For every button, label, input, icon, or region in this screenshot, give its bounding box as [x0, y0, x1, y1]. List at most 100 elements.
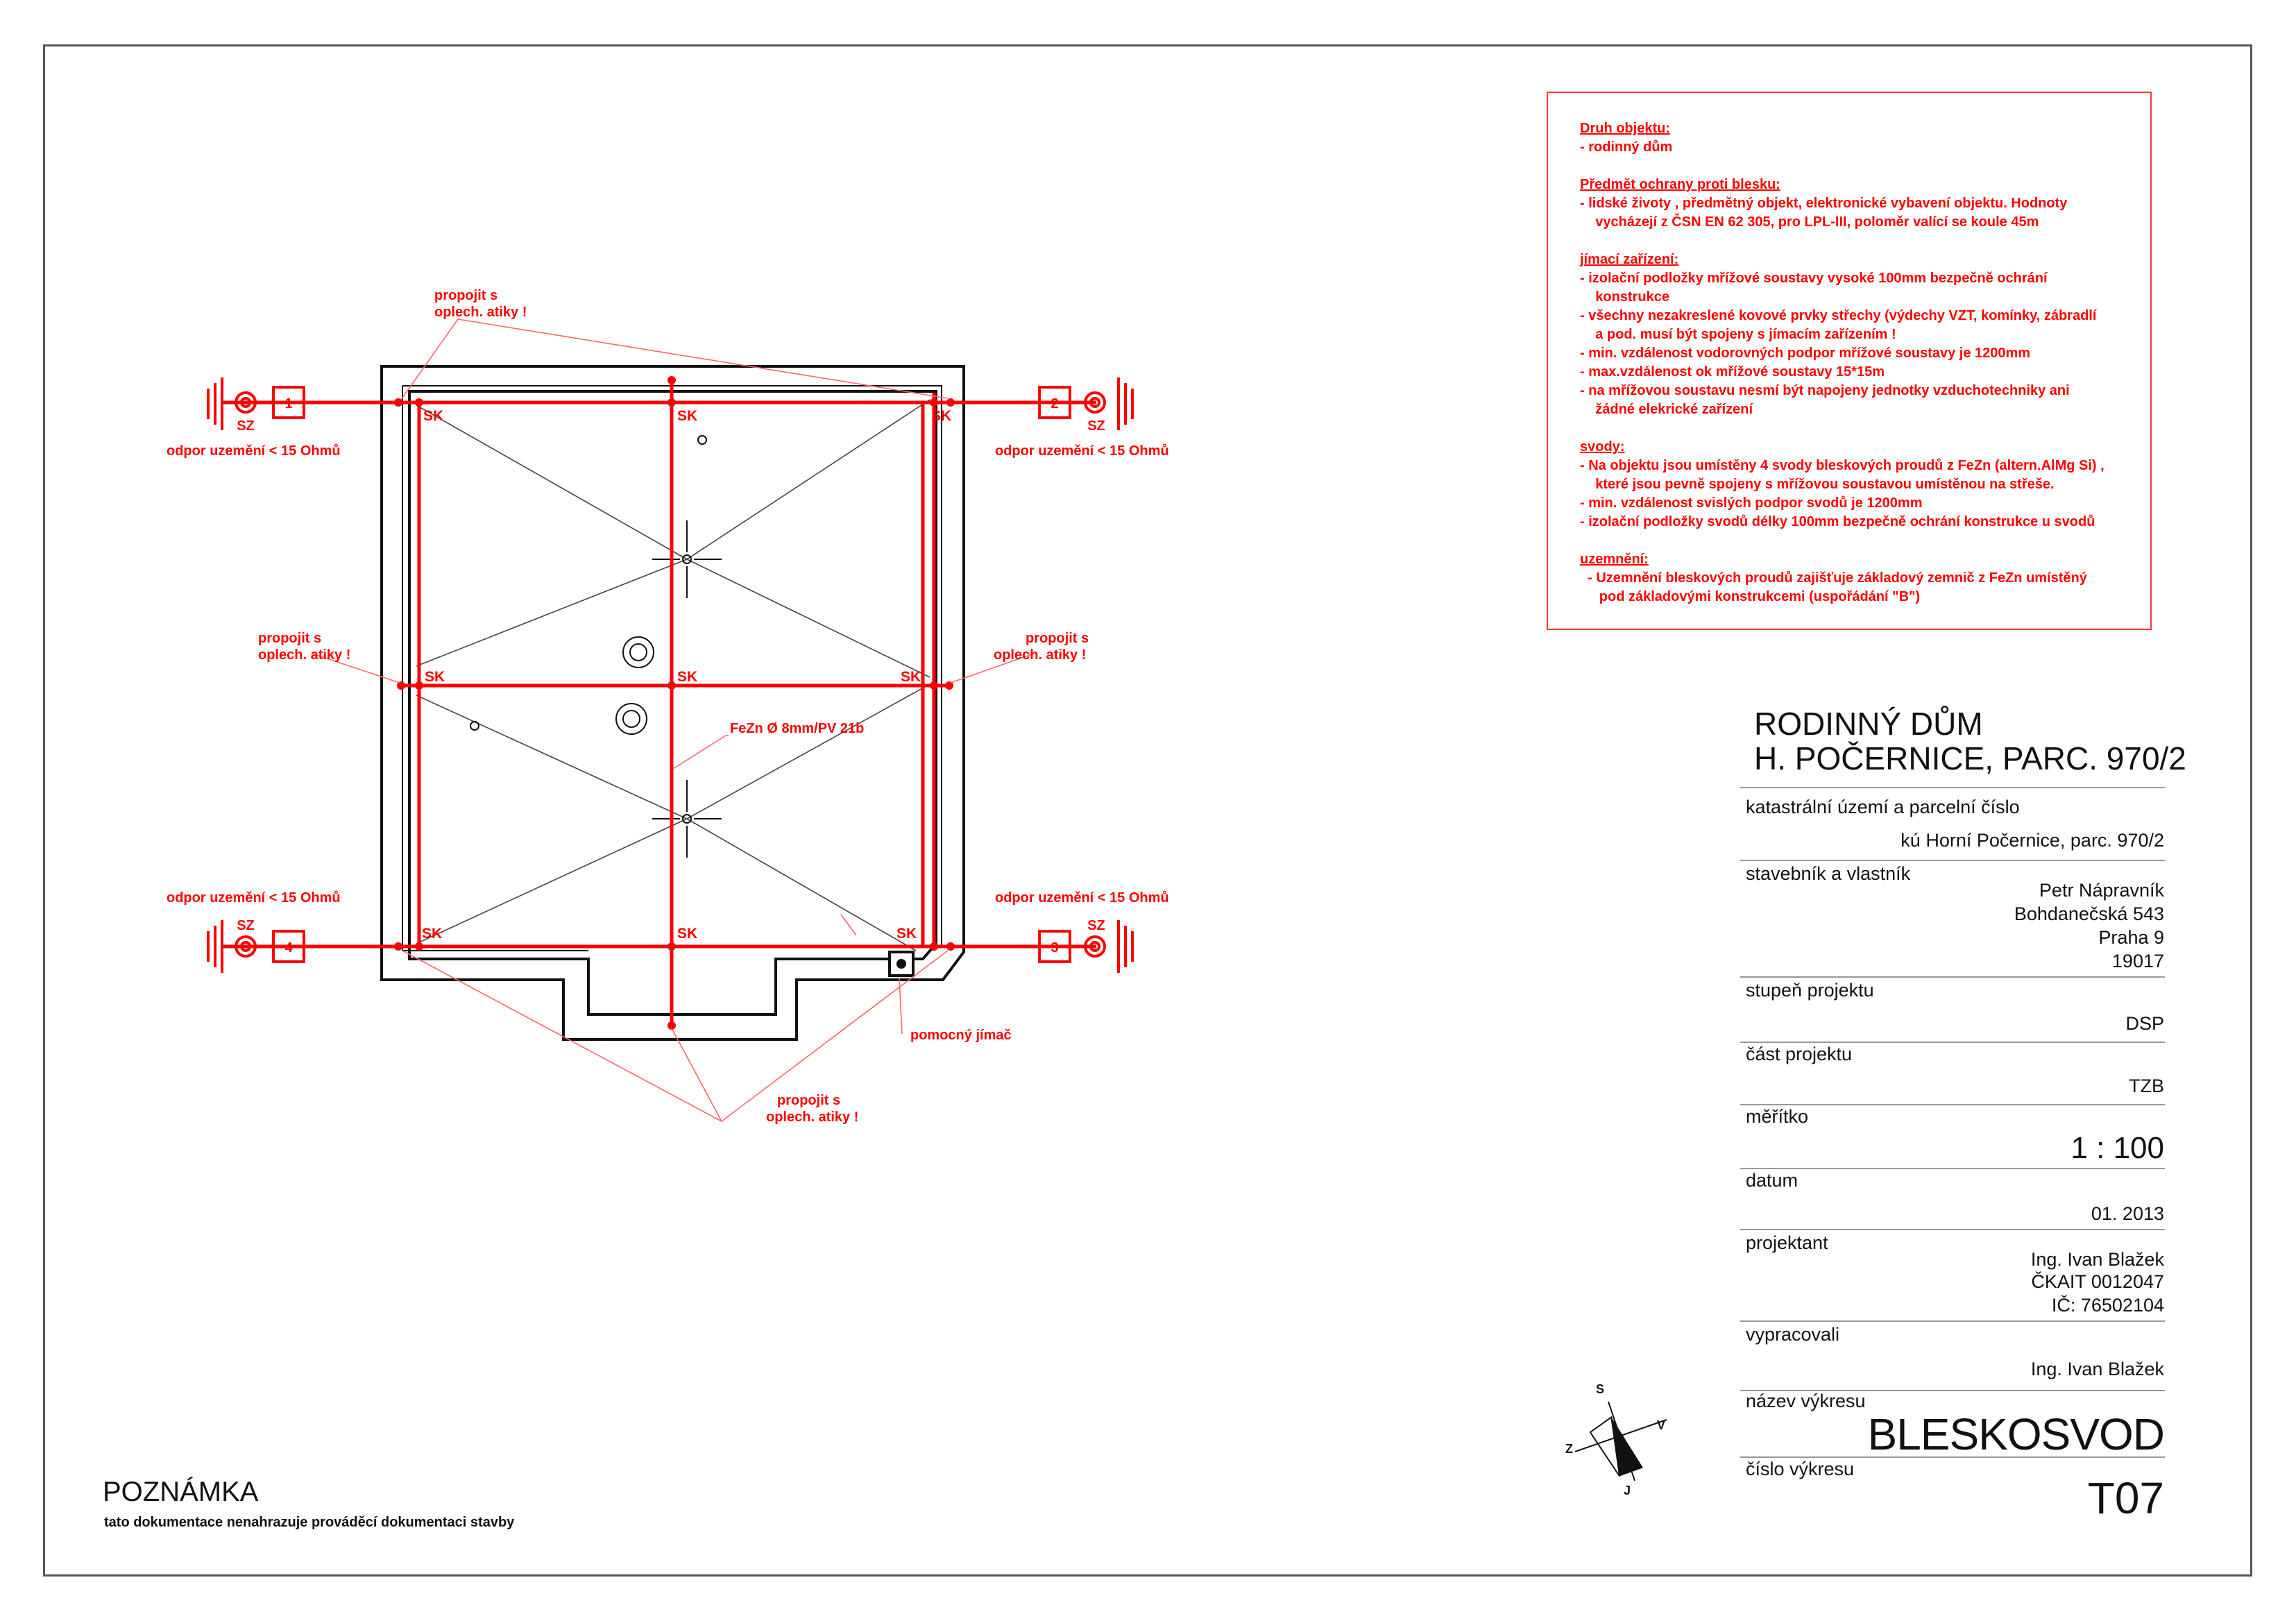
auxiliary-air-terminal — [888, 951, 915, 977]
projektant-ic: IČ: 76502104 — [2051, 1295, 2164, 1316]
notes-line: - Uzemnění bleskových proudů zajišťuje z… — [1580, 570, 2087, 586]
cast-value: TZB — [2129, 1076, 2164, 1096]
notes-line: - na mřížovou soustavu nesmí být napojen… — [1580, 383, 2070, 398]
sz-label: SZ — [237, 418, 255, 434]
odpor-label: odpor uzemění < 15 Ohmů — [167, 443, 341, 459]
pomocny-label: pomocný jímač — [910, 1028, 1012, 1043]
sz-label: SZ — [1087, 918, 1105, 933]
propojit-label: oplech. atiky ! — [258, 647, 350, 663]
stavebnik-name: Petr Nápravník — [2039, 880, 2164, 901]
notes-line: - všechny nezakreslené kovové prvky stře… — [1580, 308, 2097, 323]
nazev-value: BLESKOSVOD — [1867, 1409, 2165, 1459]
notes-line: vycházejí z ČSN EN 62 305, pro LPL-III, … — [1580, 214, 2039, 230]
nazev-label: název výkresu — [1746, 1391, 1866, 1411]
notes-heading: jímací zařízení: — [1580, 252, 1679, 267]
vypracovali-label: vypracovali — [1746, 1324, 1840, 1345]
sk-label: SK — [677, 408, 697, 424]
propojit-label: oplech. atiky ! — [994, 647, 1086, 663]
meritko-label: měřítko — [1746, 1106, 1809, 1127]
notes-heading: svody: — [1580, 439, 1625, 454]
propojit-label: oplech. atiky ! — [766, 1110, 858, 1125]
stavebnik-zip: 19017 — [2111, 951, 2164, 971]
notes-line: - izolační podložky svodů délky 100mm be… — [1580, 514, 2095, 529]
meritko-value: 1 : 100 — [2070, 1131, 2164, 1165]
stavebnik-label: stavebník a vlastník — [1746, 863, 1911, 884]
notes-heading: Předmět ochrany proti blesku: — [1580, 177, 1780, 192]
notes-druh: Druh objektu: - rodinný dům — [1580, 119, 2150, 157]
notes-line: - min. vzdálenost svislých podpor svodů … — [1580, 495, 1923, 511]
odpor-label: odpor uzemění < 15 Ohmů — [995, 890, 1169, 906]
notes-jimaci: jímací zařízení: - izolační podložky mří… — [1580, 250, 2150, 419]
vypracovali-value: Ing. Ivan Blažek — [2030, 1359, 2164, 1379]
notes-line: žádné elekrické zařízení — [1580, 402, 1753, 417]
notes-heading: uzemnění: — [1580, 552, 1649, 567]
svod-number: 4 — [284, 940, 293, 955]
notes-line: - min. vzdálenost vodorovných podpor mří… — [1580, 346, 2031, 361]
parapet-line-2 — [402, 386, 588, 951]
svod-number: 3 — [1051, 940, 1058, 955]
fezn-label: FeZn Ø 8mm/PV 21b — [730, 721, 864, 736]
svod-number: 2 — [1051, 396, 1058, 411]
parapet-line — [402, 385, 942, 948]
compass-v: V — [1657, 1418, 1665, 1432]
propojit-label: oplech. atiky ! — [434, 305, 527, 320]
notes-line: konstrukce — [1580, 289, 1669, 305]
datum-value: 01. 2013 — [2091, 1203, 2164, 1224]
projektant-name: Ing. Ivan Blažek — [2030, 1249, 2164, 1270]
roof-drains — [470, 435, 722, 858]
propojit-label: propojit s — [258, 631, 321, 646]
compass-rose: S V Z J — [1565, 1382, 1667, 1497]
projektant-ckait: ČKAIT 0012047 — [2031, 1271, 2164, 1292]
katastr-label: katastrální území a parcelní číslo — [1746, 797, 2020, 817]
compass-z: Z — [1565, 1442, 1573, 1456]
leader-lines — [312, 318, 1035, 1122]
sz-label: SZ — [237, 918, 255, 933]
poznamka-text: tato dokumentace nenahrazuje prováděcí d… — [104, 1515, 515, 1530]
project-title-line1: RODINNÝ DŮM — [1754, 706, 1983, 742]
notes-line: - izolační podložky mřížové soustavy vys… — [1580, 271, 2048, 286]
compass-j: J — [1624, 1484, 1631, 1497]
sk-label: SK — [677, 669, 697, 685]
svod-number: 1 — [284, 396, 292, 411]
project-title-line2: H. POČERNICE, PARC. 970/2 — [1754, 740, 2186, 776]
project-title: RODINNÝ DŮM H. POČERNICE, PARC. 970/2 — [1754, 706, 2186, 776]
stavebnik-city: Praha 9 — [2098, 927, 2164, 948]
stupen-value: DSP — [2125, 1013, 2164, 1034]
stupen-label: stupeň projektu — [1746, 980, 1874, 1001]
building-outline-outer — [380, 365, 965, 1041]
notes-line: pod základovými konstrukcemi (uspořádání… — [1580, 589, 1921, 604]
projektant-label: projektant — [1746, 1232, 1828, 1253]
titleblock-lines — [1740, 787, 2165, 1458]
katastr-value: kú Horní Počernice, parc. 970/2 — [1900, 830, 2164, 851]
notes-line: které jsou pevně spojeny s mřížovou sous… — [1580, 477, 2055, 492]
sk-label: SK — [423, 408, 443, 424]
earthing-symbols — [207, 377, 1134, 973]
notes-predmet: Předmět ochrany proti blesku: - lidské ž… — [1580, 176, 2150, 232]
notes-line: - rodinný dům — [1580, 139, 1673, 155]
sk-label: SK — [422, 926, 442, 942]
notes-svody: svody: - Na objektu jsou umístěny 4 svod… — [1580, 438, 2150, 532]
odpor-label: odpor uzemění < 15 Ohmů — [995, 443, 1169, 459]
poznamka-title: POZNÁMKA — [103, 1477, 259, 1507]
grid-nodes — [394, 376, 955, 1030]
propojit-label: propojit s — [1026, 631, 1089, 646]
notes-line: - Na objektu jsou umístěny 4 svody blesk… — [1580, 458, 2104, 473]
compass-s: S — [1596, 1382, 1604, 1396]
sheet-frame — [43, 44, 2252, 1577]
notes-heading: Druh objektu: — [1580, 121, 1670, 136]
technical-notes: Druh objektu: - rodinný dům Předmět ochr… — [1547, 92, 2152, 630]
sk-label: SK — [677, 926, 697, 942]
propojit-label: propojit s — [434, 288, 498, 303]
sk-label: SK — [901, 669, 921, 685]
sk-label: SK — [931, 408, 951, 424]
stavebnik-street: Bohdanečská 543 — [2014, 903, 2164, 924]
odpor-label: odpor uzemění < 15 Ohmů — [167, 890, 341, 906]
sz-label: SZ — [1087, 418, 1105, 434]
cislo-label: číslo výkresu — [1746, 1459, 1855, 1479]
sk-label: SK — [425, 669, 445, 685]
datum-label: datum — [1746, 1170, 1798, 1191]
notes-line: - max.vzdálenost ok mřížové soustavy 15*… — [1580, 364, 1885, 380]
cislo-value: T07 — [2087, 1473, 2164, 1523]
